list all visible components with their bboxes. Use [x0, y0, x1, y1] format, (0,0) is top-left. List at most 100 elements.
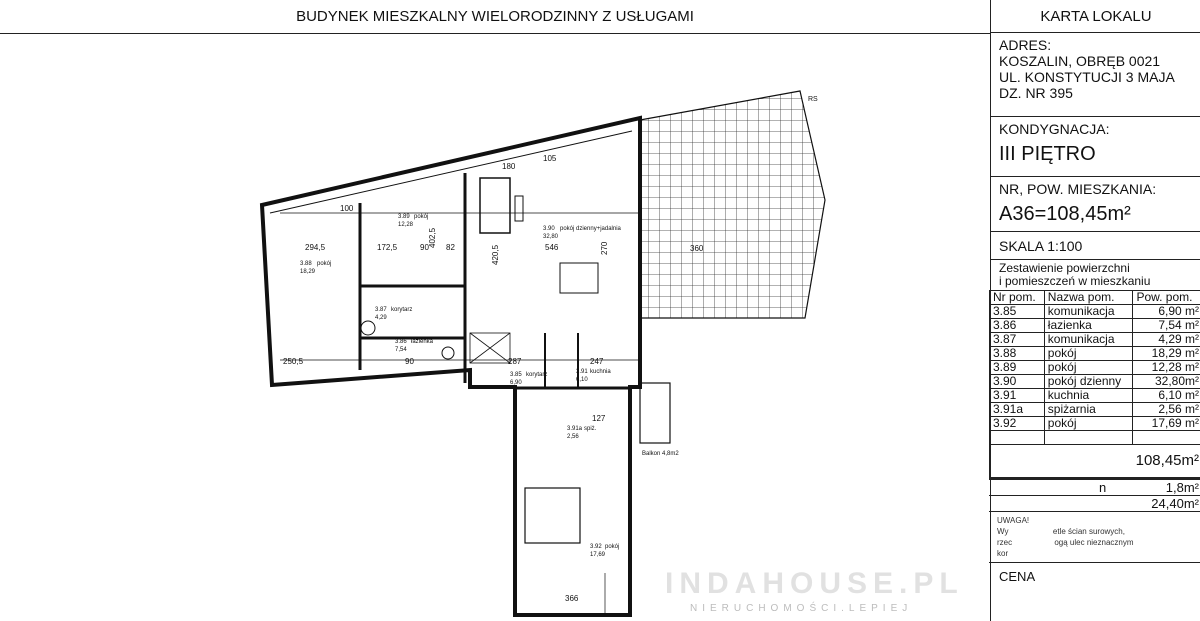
svg-text:105: 105	[543, 154, 557, 163]
room-name: pokój	[1043, 346, 1134, 361]
svg-text:100: 100	[340, 204, 354, 213]
svg-text:180: 180	[502, 162, 516, 171]
extra-rows: n 1,8m² 24,40m²	[989, 478, 1200, 512]
notes-line: Wy etle ścian surowych,	[997, 527, 1125, 536]
room-number: 3.87	[989, 332, 1045, 347]
room-area: 17,69 m²	[1132, 416, 1200, 431]
room-name: spiżarnia	[1043, 402, 1134, 417]
terrace	[639, 90, 826, 319]
room-name: pokój	[1043, 416, 1134, 431]
address-label: ADRES:	[999, 37, 1052, 53]
address-line: DZ. NR 395	[999, 85, 1073, 101]
svg-text:420,5: 420,5	[491, 244, 500, 265]
svg-text:18,29: 18,29	[300, 269, 316, 275]
svg-text:402,5: 402,5	[428, 227, 437, 248]
unit-value: A36=108,45m²	[999, 203, 1131, 225]
room-number: 3.88	[989, 346, 1045, 361]
floor-label: KONDYGNACJA:	[999, 121, 1110, 137]
redaction	[1053, 496, 1088, 551]
svg-text:6,90: 6,90	[510, 380, 522, 386]
room-number: 3.91	[989, 388, 1045, 403]
dimensions: 294,5 172,5 90 82 546 250,5 90 287 247 3…	[283, 154, 704, 603]
svg-text:3.91a: 3.91a	[567, 426, 583, 432]
svg-text:90: 90	[405, 357, 414, 366]
svg-text:6,10: 6,10	[576, 377, 588, 383]
svg-text:546: 546	[545, 243, 559, 252]
unit-card-panel: KARTA LOKALU ADRES: KOSZALIN, OBRĘB 0021…	[989, 0, 1200, 621]
document-title: BUDYNEK MIESZKALNY WIELORODZINNY Z USŁUG…	[0, 0, 990, 34]
svg-text:3.92: 3.92	[590, 544, 602, 550]
svg-text:270: 270	[600, 241, 609, 255]
svg-text:pokój dzienny+jadalnia: pokój dzienny+jadalnia	[560, 226, 622, 232]
svg-text:250,5: 250,5	[283, 357, 304, 366]
svg-text:12,28: 12,28	[398, 222, 414, 228]
svg-text:32,80: 32,80	[543, 234, 559, 240]
svg-text:3.88: 3.88	[300, 261, 312, 267]
total-row: 108,45m²	[989, 444, 1200, 478]
header-cell: Nr pom.	[989, 290, 1045, 305]
room-name: pokój	[1043, 360, 1134, 375]
room-name: łazienka	[1043, 318, 1134, 333]
svg-text:korytarz: korytarz	[526, 372, 547, 378]
floor-value: III PIĘTRO	[999, 143, 1096, 165]
room-number: 3.90	[989, 374, 1045, 389]
address-line: KOSZALIN, OBRĘB 0021	[999, 53, 1161, 69]
unit-label: NR, POW. MIESZKANIA:	[999, 181, 1157, 197]
svg-text:7,54: 7,54	[395, 347, 407, 353]
svg-text:127: 127	[592, 414, 606, 423]
room-area: 7,54 m²	[1132, 318, 1200, 333]
svg-text:17,69: 17,69	[590, 552, 606, 558]
room-number: 3.92	[989, 416, 1045, 431]
address-line: UL. KONSTYTUCJI 3 MAJA	[999, 69, 1175, 85]
svg-text:kuchnia: kuchnia	[590, 369, 611, 375]
room-name: komunikacja	[1043, 304, 1134, 319]
summary-heading: Zestawienie powierzchni i pomieszczeń w …	[999, 262, 1150, 288]
unit-block: NR, POW. MIESZKANIA: A36=108,45m²	[991, 177, 1200, 232]
notes: UWAGA! Wy etle ścian surowych, rzec ogą …	[989, 512, 1200, 562]
svg-text:2,56: 2,56	[567, 434, 579, 440]
summary-line: i pomieszczeń w mieszkaniu	[999, 274, 1151, 288]
rs-label: RS	[808, 96, 818, 103]
balcony-label: Balkon 4,8m2	[642, 451, 679, 457]
svg-text:korytarz: korytarz	[391, 307, 412, 313]
room-number: 3.91a	[989, 402, 1045, 417]
svg-text:3.89: 3.89	[398, 214, 410, 220]
svg-text:3.85: 3.85	[510, 372, 522, 378]
extra-value: 24,40m²	[1151, 496, 1199, 511]
room-name: pokój dzienny	[1043, 374, 1134, 389]
svg-text:294,5: 294,5	[305, 243, 326, 252]
room-area: 6,10 m²	[1132, 388, 1200, 403]
svg-text:4,29: 4,29	[375, 315, 387, 321]
scale: SKALA 1:100	[991, 232, 1200, 260]
table-header: Nr pom. Nazwa pom. Pow. pom.	[989, 290, 1200, 305]
room-area: 12,28 m²	[1132, 360, 1200, 375]
walls	[259, 115, 671, 617]
summary-line: Zestawienie powierzchni	[999, 261, 1130, 275]
watermark-subtitle: NIERUCHOMOŚCI.LEPIEJ	[690, 603, 913, 614]
header-cell: Pow. pom.	[1132, 290, 1200, 305]
room-area: 2,56 m²	[1132, 402, 1200, 417]
svg-text:3.90: 3.90	[543, 226, 555, 232]
room-area: 6,90 m²	[1132, 304, 1200, 319]
svg-text:3.86: 3.86	[395, 339, 407, 345]
svg-text:pokój: pokój	[414, 214, 428, 220]
room-name: komunikacja	[1043, 332, 1134, 347]
floor-block: KONDYGNACJA: III PIĘTRO	[991, 117, 1200, 177]
